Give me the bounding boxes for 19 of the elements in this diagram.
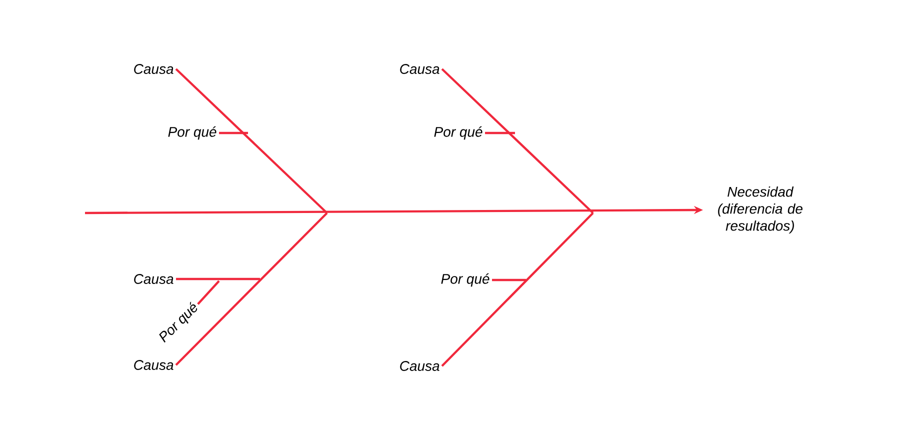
why-label: Por qué: [441, 273, 490, 287]
bone-line: [219, 132, 248, 134]
bone-line: [485, 132, 515, 134]
why-label: Por qué: [168, 126, 216, 140]
bone-line: [175, 68, 328, 214]
cause-label: Causa: [400, 64, 440, 74]
bone-line: [176, 278, 260, 280]
cause-label: Causa: [134, 274, 174, 284]
cause-label: Causa: [134, 64, 174, 74]
bone-line: [175, 212, 328, 366]
why-label: Por qué: [159, 302, 198, 343]
effect-label: Necesidad (diferencia de resultados): [718, 186, 802, 234]
bone-line: [441, 212, 594, 367]
why-label: Por qué: [434, 126, 482, 140]
bone-line: [492, 278, 526, 282]
bone-line: [441, 68, 594, 214]
cause-label: Causa: [400, 361, 440, 371]
cause-label: Causa: [134, 360, 174, 370]
bone-line: [197, 280, 220, 305]
